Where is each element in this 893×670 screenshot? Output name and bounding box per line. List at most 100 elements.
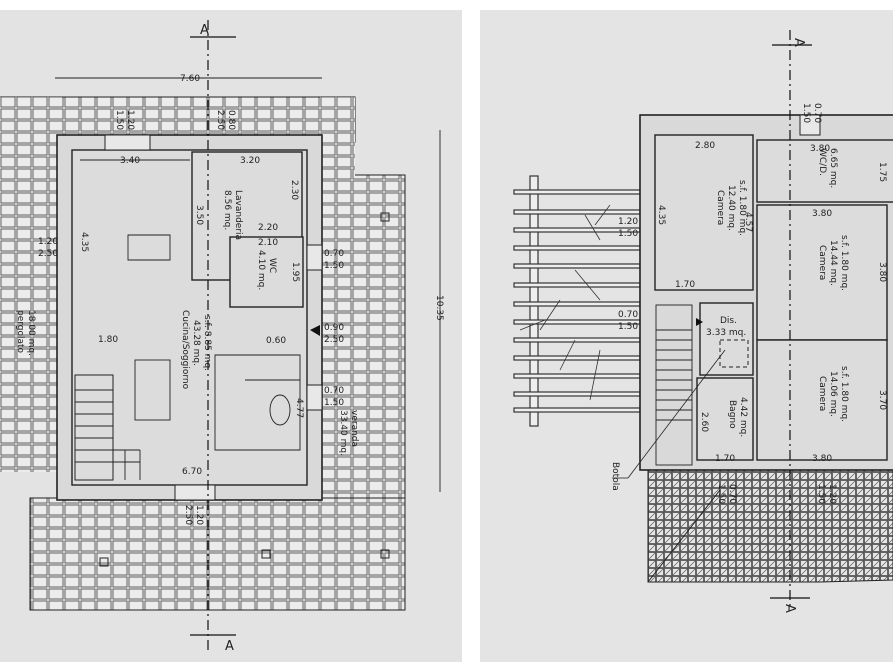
dim-bath-width: 1.70 xyxy=(715,454,735,464)
opening-wc-h: 1.50 xyxy=(324,261,344,271)
room-living-label: Cucina/Soggiorno43.28 mq.s.f. 8.85 mq. xyxy=(180,310,212,390)
furniture-sketch xyxy=(127,234,301,451)
opening-ff-top-w: 0.70 xyxy=(812,103,822,123)
room-veranda-label: veranda33.40 mq. xyxy=(338,410,359,456)
svg-text:1.50: 1.50 xyxy=(816,484,826,504)
dim-wc-width: 2.10 xyxy=(258,238,278,248)
section-marker-top-ff: A xyxy=(791,38,806,47)
dim-bed2-depth: 3.80 xyxy=(877,262,887,282)
svg-text:2.50: 2.50 xyxy=(215,110,225,130)
terrace-bottom xyxy=(29,497,406,611)
svg-text:2.50: 2.50 xyxy=(183,505,193,525)
stairs-first-floor xyxy=(655,304,693,466)
room-wcd-label: WC/D.6.65 mq. xyxy=(817,148,838,188)
dim-bed1-side: 4.57 xyxy=(743,212,753,232)
opening-top-left-h: 1.50 xyxy=(114,110,124,130)
dim-wc-depth: 1.95 xyxy=(290,262,300,282)
dim-wcd-depth: 1.75 xyxy=(877,162,887,182)
dim-bed1-width: 2.80 xyxy=(695,141,715,151)
dim-bed1-depth: 4.35 xyxy=(656,205,666,225)
opening-ff-bottom-right-h: 1.50 xyxy=(816,484,826,504)
section-marker-bottom: A xyxy=(225,639,234,654)
opening-entry-h: 2.50 xyxy=(324,335,344,345)
opening-lower-h: 1.50 xyxy=(324,398,344,408)
opening-ff-left-upper-h: 1.50 xyxy=(618,229,638,239)
dim-stair-width: 1.80 xyxy=(98,335,118,345)
opening-ff-left-lower-h: 1.50 xyxy=(618,322,638,332)
svg-text:1.20: 1.20 xyxy=(827,484,837,504)
opening-top-mid-h: 2.50 xyxy=(215,110,225,130)
opening-ff-bottom-left-h: 1.50 xyxy=(716,484,726,504)
opening-ff-left-upper-w: 1.20 xyxy=(618,217,638,227)
ground-floor-plan: 7.60 10.35 3.40 3.20 2.30 2.20 3.50 2.10… xyxy=(0,10,462,662)
opening-lower-w: 0.70 xyxy=(324,386,344,396)
svg-text:1.50: 1.50 xyxy=(114,110,124,130)
dim-bed1-lower: 1.70 xyxy=(675,280,695,290)
svg-text:0.70: 0.70 xyxy=(727,484,737,504)
svg-text:1.50: 1.50 xyxy=(716,484,726,504)
hallway xyxy=(699,302,754,376)
opening-left-h: 2.50 xyxy=(38,249,58,259)
pergola-area xyxy=(0,97,62,472)
svg-text:0.70: 0.70 xyxy=(812,103,822,123)
opening-ff-top-h: 1.50 xyxy=(801,103,811,123)
wc-room xyxy=(229,236,304,308)
opening-ff-bottom-right-w: 1.20 xyxy=(827,484,837,504)
dim-laundry-lower: 2.20 xyxy=(258,223,278,233)
dim-bath-depth: 2.60 xyxy=(699,412,709,432)
stair-treads xyxy=(75,389,141,480)
bathroom xyxy=(696,377,754,461)
room-bed3-label: Camera14.06 mq.s.f. 1.80 mq. xyxy=(817,366,849,422)
dim-bed2-width: 3.80 xyxy=(812,209,832,219)
bedroom-3 xyxy=(756,339,888,461)
room-bath-label: Bagno4.42 mq. xyxy=(727,397,748,437)
bedroom-1 xyxy=(654,134,754,291)
staircase xyxy=(74,374,114,481)
hatch-label: Botola xyxy=(610,462,620,491)
dim-laundry-width: 3.20 xyxy=(240,156,260,166)
section-marker-bottom-ff: A xyxy=(782,604,797,613)
roof-tiles xyxy=(647,469,893,583)
opening-top-left-w: 1.20 xyxy=(125,110,135,130)
room-hall-label: Dis.3.33 mq. xyxy=(706,316,746,338)
opening-ff-left-lower-w: 0.70 xyxy=(618,310,638,320)
svg-text:1.20: 1.20 xyxy=(125,110,135,130)
wc-d-room xyxy=(756,139,893,203)
veranda-posts xyxy=(99,212,390,567)
dim-bed3-width: 3.80 xyxy=(812,454,832,464)
stair-arrow-icon xyxy=(696,318,703,326)
opening-ff-bottom-left-w: 0.70 xyxy=(727,484,737,504)
opening-bottom-w: 1.20 xyxy=(194,505,204,525)
dim-bottom-width: 6.70 xyxy=(182,467,202,477)
opening-bottom-h: 2.50 xyxy=(183,505,193,525)
room-wc-label: WC4.10 mq. xyxy=(256,250,277,290)
room-laundry-label: Lavanderia8.56 mq. xyxy=(222,190,243,240)
room-bed1-label: Camera12.40 mq.s.f. 1.80 mq. xyxy=(715,180,747,236)
bedroom-2 xyxy=(756,204,888,341)
first-floor-plan: Botola 2.80 4.35 4.57 1.70 3.80 1.75 3.8… xyxy=(480,10,893,662)
dim-laundry-depth: 2.30 xyxy=(289,180,299,200)
room-bed2-label: Camera14.44 mq.s.f. 1.80 mq. xyxy=(817,235,849,291)
opening-entry-w: 0.90 xyxy=(324,323,344,333)
svg-text:1.50: 1.50 xyxy=(801,103,811,123)
room-pergola-label: pergolato18.00 mq. xyxy=(15,310,36,356)
dim-kitchen-width: 3.40 xyxy=(120,156,140,166)
dim-overall-depth: 10.35 xyxy=(434,295,444,321)
dim-right-depth: 4.77 xyxy=(294,398,304,418)
svg-text:1.20: 1.20 xyxy=(194,505,204,525)
dim-entry: 0.60 xyxy=(266,336,286,346)
dim-overall-width: 7.60 xyxy=(180,74,200,84)
dim-bed3-depth: 3.70 xyxy=(877,390,887,410)
pen-scribbles xyxy=(519,204,611,401)
entrance-arrow-icon xyxy=(310,325,320,336)
opening-wc-w: 0.70 xyxy=(324,249,344,259)
dim-laundry-side: 3.50 xyxy=(194,205,204,225)
section-marker-top: A xyxy=(200,23,209,38)
opening-left-w: 1.20 xyxy=(38,237,58,247)
dim-wcd-width: 3.80 xyxy=(810,144,830,154)
svg-text:0.80: 0.80 xyxy=(226,110,236,130)
dim-left-depth: 4.35 xyxy=(79,232,89,252)
attic-hatch xyxy=(719,339,749,368)
opening-top-mid-w: 0.80 xyxy=(226,110,236,130)
